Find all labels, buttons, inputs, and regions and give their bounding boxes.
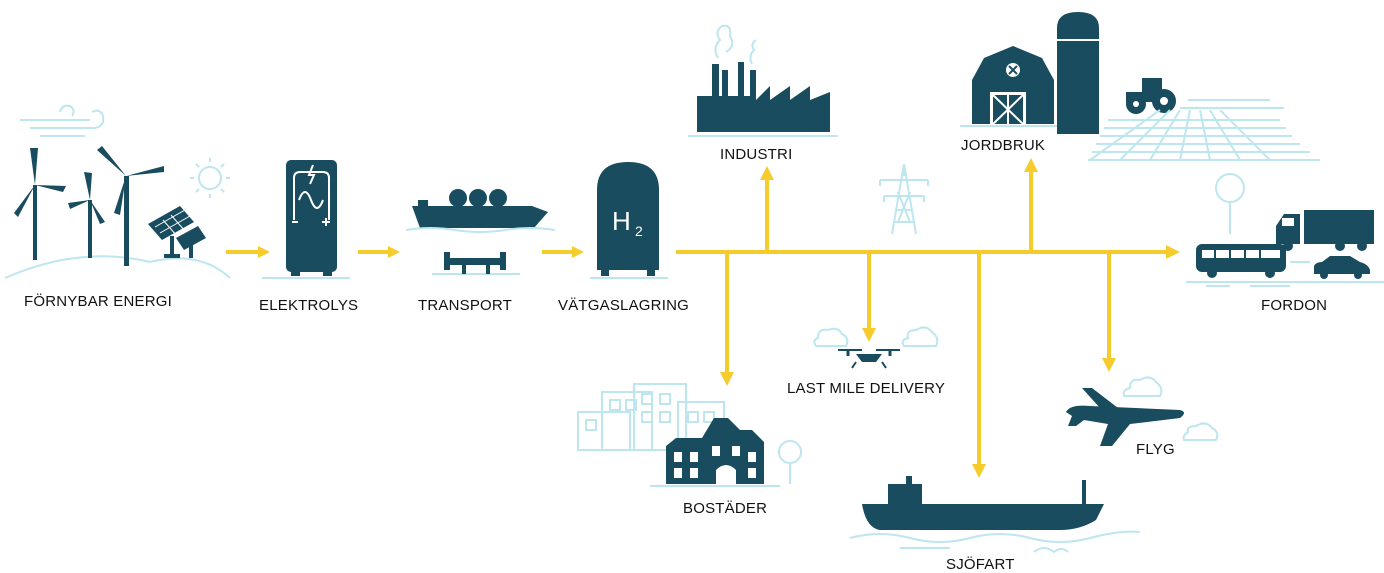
label-shipping: SJÖFART xyxy=(946,556,1015,573)
cloud-icon xyxy=(901,326,939,347)
label-transport: TRANSPORT xyxy=(418,297,513,314)
label-electrolysis: ELEKTROLYS xyxy=(259,297,359,314)
tank-h-text: H xyxy=(612,206,631,236)
label-aviation: FLYG xyxy=(1136,441,1175,458)
cloud-icon xyxy=(1122,376,1163,397)
wind-turbine-icon xyxy=(68,172,105,258)
renewable-energy-group xyxy=(4,104,231,279)
solar-panel-icon xyxy=(148,206,206,258)
electrolyzer-icon xyxy=(262,160,350,279)
silo-icon xyxy=(1057,12,1099,134)
tractor-icon xyxy=(1126,78,1176,114)
pipeline-icon xyxy=(432,252,520,275)
label-agriculture: JORDBRUK xyxy=(961,137,1046,154)
cargo-ship-icon xyxy=(849,476,1141,554)
road-icon xyxy=(1186,261,1384,287)
label-last-mile-delivery: LAST MILE DELIVERY xyxy=(787,380,946,397)
pylon-icon xyxy=(879,163,929,235)
label-storage: VÄTGASLAGRING xyxy=(558,297,689,314)
truck-icon xyxy=(1276,210,1374,251)
wind-turbine-icon xyxy=(97,146,164,266)
label-vehicles: FORDON xyxy=(1261,297,1328,314)
hydrogen-tank-icon: H 2 xyxy=(590,162,668,279)
car-icon xyxy=(1314,256,1370,279)
ship-icon xyxy=(405,189,556,233)
flow-network xyxy=(676,158,1180,478)
wind-turbine-icon xyxy=(14,148,66,260)
tree-icon xyxy=(1215,173,1245,234)
drone-icon xyxy=(838,349,900,369)
label-industry: INDUSTRI xyxy=(720,146,793,163)
bus-icon xyxy=(1196,244,1286,278)
factory-icon xyxy=(688,24,838,137)
hill-icon xyxy=(4,255,231,279)
cloud-icon xyxy=(813,327,849,347)
wind-icon xyxy=(20,104,105,137)
field-rows-icon xyxy=(1088,99,1320,161)
tree-icon xyxy=(778,440,802,484)
label-housing: BOSTÄDER xyxy=(683,500,768,517)
cloud-icon xyxy=(1182,422,1219,441)
airplane-icon xyxy=(1066,388,1184,446)
house-icon xyxy=(650,418,780,487)
label-renewable-energy: FÖRNYBAR ENERGI xyxy=(24,293,173,310)
apartment-icon xyxy=(577,383,725,451)
tank-sub-text: 2 xyxy=(635,223,643,239)
barn-icon xyxy=(960,46,1060,127)
sun-icon xyxy=(190,158,230,198)
